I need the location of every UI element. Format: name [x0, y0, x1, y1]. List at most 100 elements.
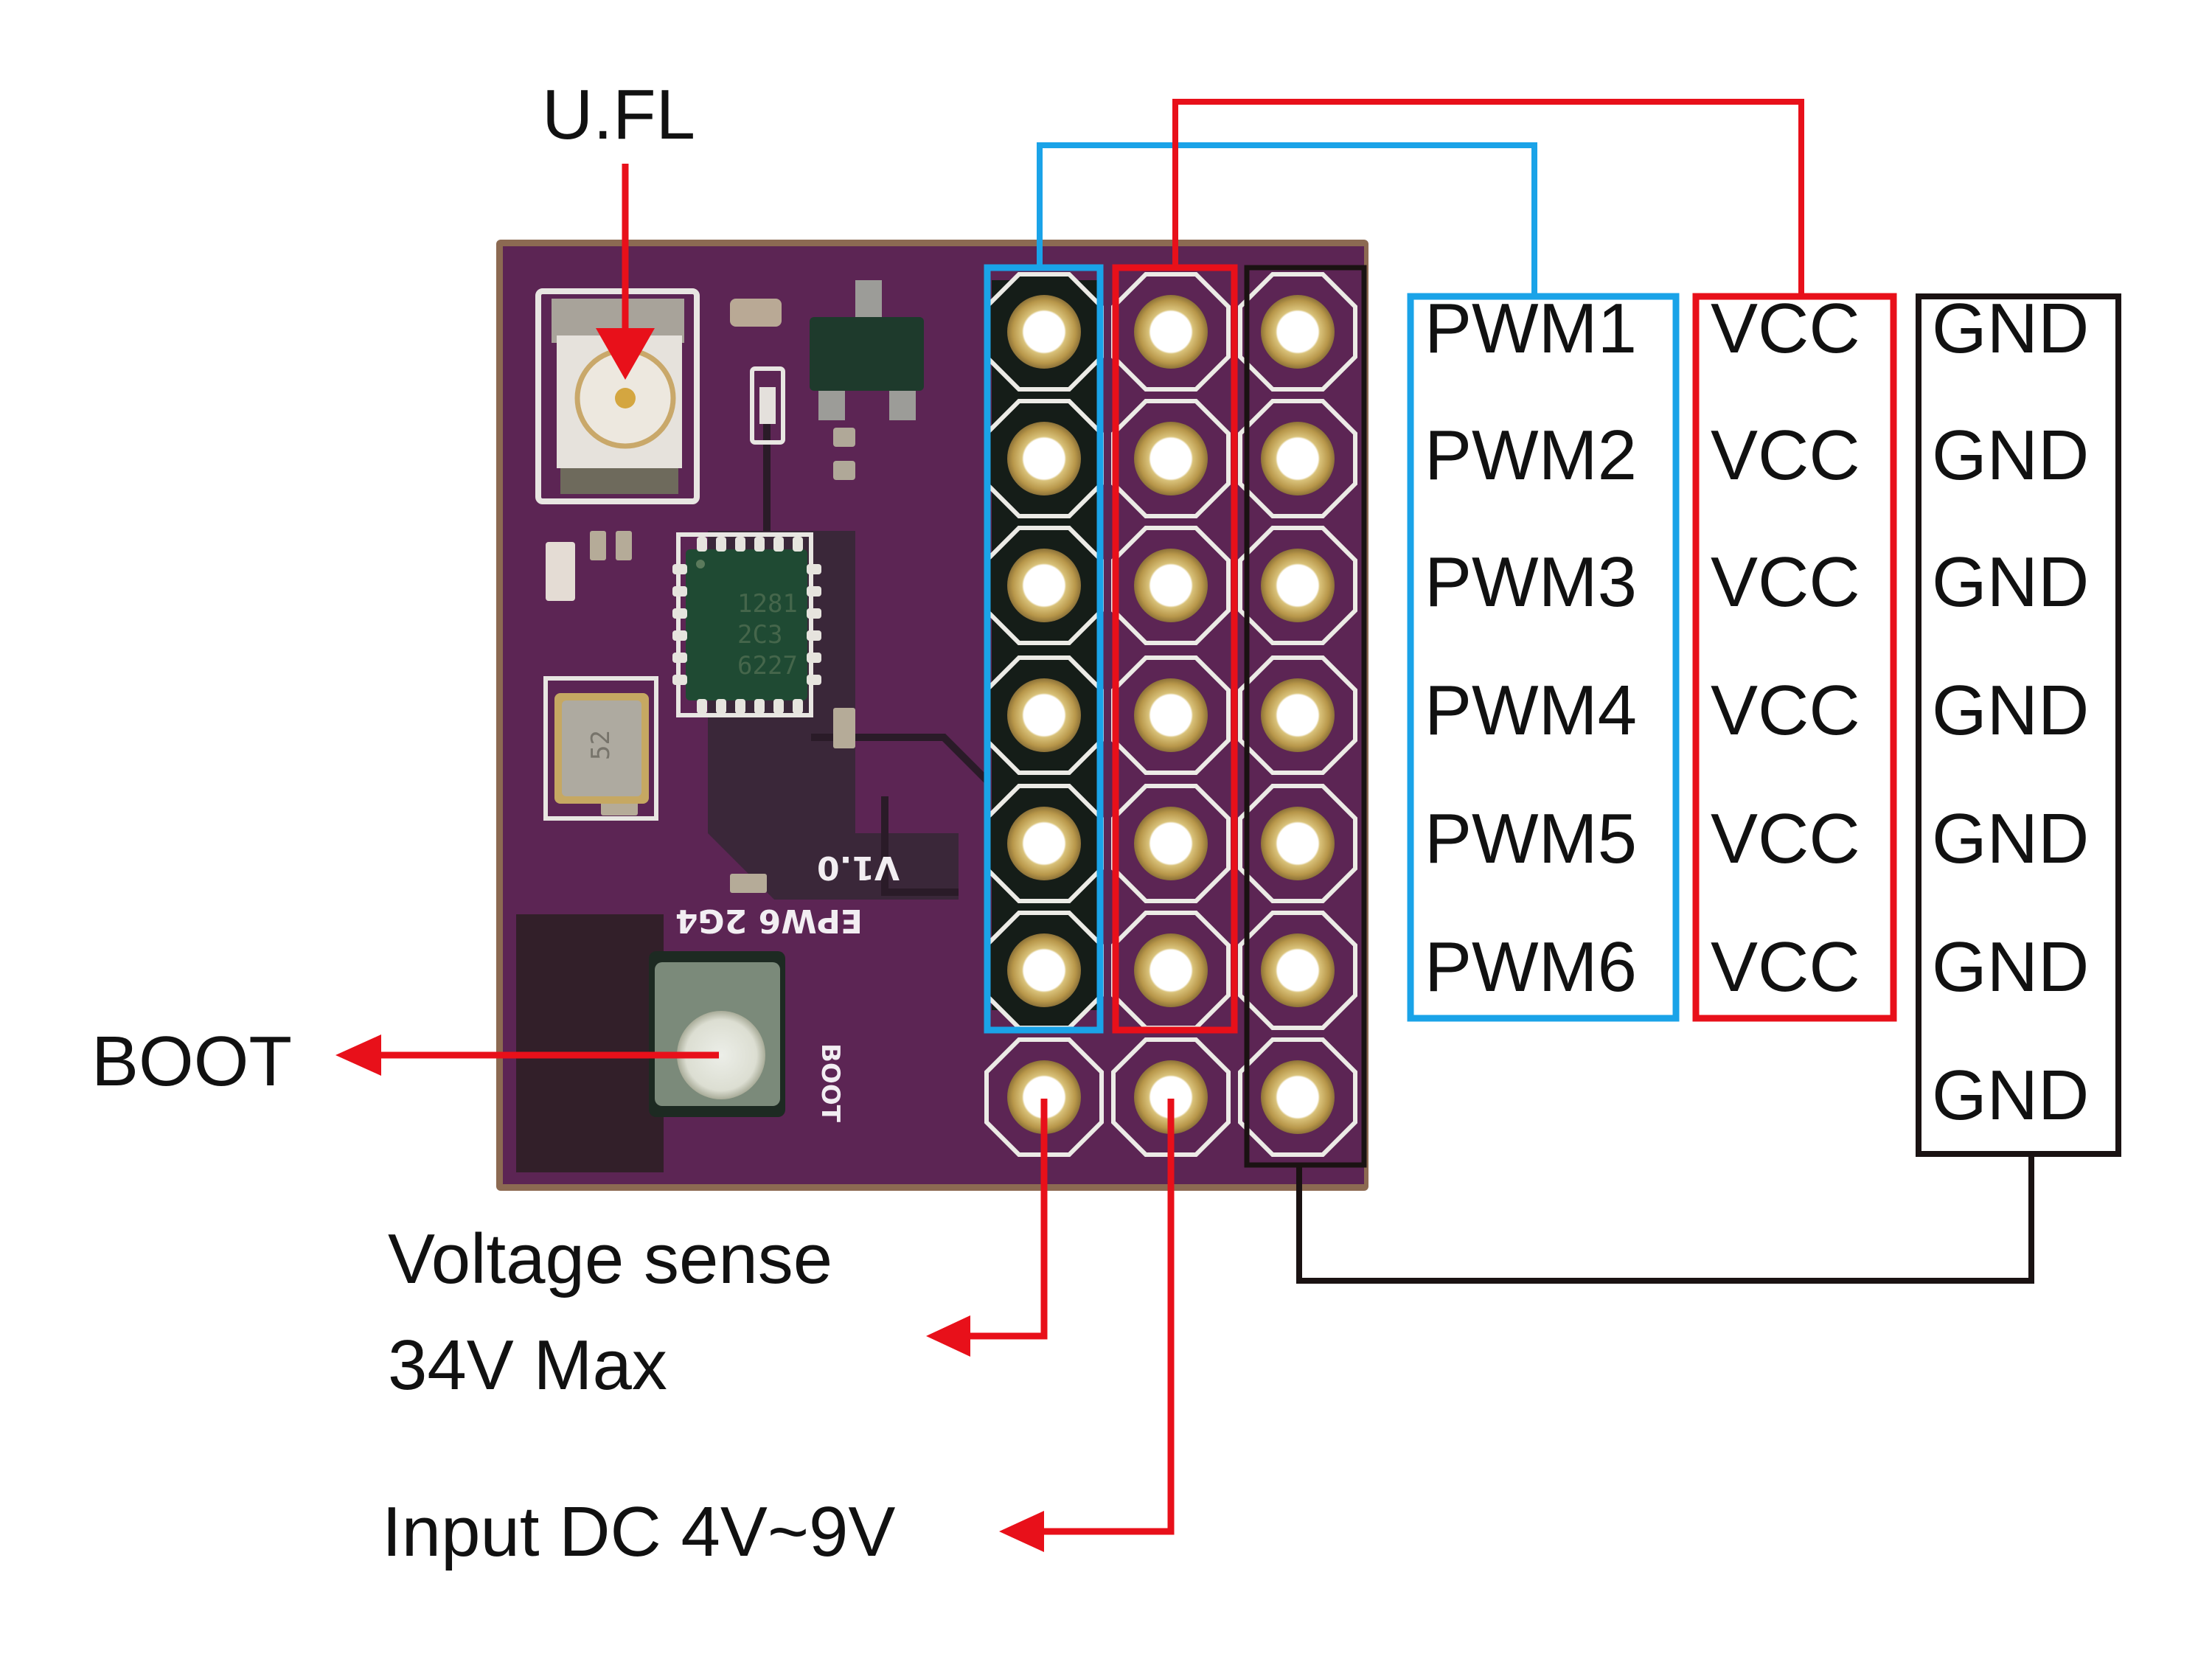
pwm-label: PWM3 — [1425, 543, 1637, 622]
gnd-label: GND — [1932, 928, 2089, 1006]
chip-pin — [672, 564, 687, 574]
vcc-label: VCC — [1711, 289, 1860, 368]
boot-arrowhead-icon — [335, 1034, 381, 1076]
chip-pin — [773, 537, 784, 552]
gnd-pins-highlight — [1244, 265, 1367, 1168]
boot-button[interactable] — [649, 951, 785, 1117]
chip-pin — [672, 630, 687, 641]
crystal-marking: 52 — [586, 730, 616, 760]
ufl-arrowhead-icon — [596, 328, 655, 380]
header-pin — [1238, 1037, 1357, 1157]
chip-pin — [793, 699, 803, 714]
regulator-pad — [818, 391, 845, 420]
input-dc-label: Input DC 4V~9V — [382, 1492, 895, 1571]
header-pin — [1111, 526, 1231, 645]
header-pin — [984, 399, 1104, 518]
resistor — [730, 874, 767, 893]
regulator-pad — [855, 280, 882, 317]
crystal: 52 — [543, 676, 658, 821]
gnd-label: GND — [1932, 1056, 2089, 1135]
gnd-label-box — [1916, 293, 2121, 1157]
chip-pin — [807, 653, 821, 663]
chip-pin — [807, 675, 821, 685]
voltage-sense-arrow-line — [966, 1099, 1048, 1340]
pwm-label: PWM6 — [1425, 928, 1637, 1006]
chip-pin — [735, 699, 745, 714]
led — [750, 366, 785, 445]
boot-label: BOOT — [91, 1022, 292, 1101]
chip-pin — [672, 608, 687, 619]
gnd-connector-line — [1296, 1154, 2034, 1284]
pwm-label-box — [1407, 293, 1680, 1022]
voltage-sense-label: Voltage sense — [388, 1220, 832, 1298]
gnd-label: GND — [1932, 289, 2089, 368]
resistor — [833, 461, 855, 480]
header-pin — [1111, 1037, 1231, 1157]
chip-pin — [807, 608, 821, 619]
header-pin — [1111, 399, 1231, 518]
chip-pin — [697, 537, 707, 552]
silkscreen-version: V1.0 — [817, 849, 900, 886]
ufl-connector — [535, 288, 700, 504]
regulator-pad — [889, 391, 916, 420]
silkscreen-name: EPW6 2G4 — [675, 902, 863, 939]
chip-pin — [697, 699, 707, 714]
pwm-label: PWM1 — [1425, 289, 1637, 368]
header-pin — [984, 655, 1104, 775]
pwm-label: PWM2 — [1425, 416, 1637, 495]
pwm-connector-line — [1037, 142, 1537, 296]
pwm-label: PWM5 — [1425, 799, 1637, 878]
vcc-label: VCC — [1711, 416, 1860, 495]
header-pin — [984, 784, 1104, 903]
chip-pin — [807, 586, 821, 597]
led-indicator — [546, 542, 575, 601]
pwm-label: PWM4 — [1425, 671, 1637, 750]
chip-pin — [807, 564, 821, 574]
gnd-label: GND — [1932, 543, 2089, 622]
chip-pin — [672, 675, 687, 685]
mcu-chip: 1281 2C3 6227 — [676, 532, 813, 717]
header-pin — [1238, 911, 1357, 1030]
resistor — [590, 531, 606, 560]
header-pin — [1238, 784, 1357, 903]
header-pin — [984, 1037, 1104, 1157]
header-pin — [1238, 526, 1357, 645]
chip-pin — [754, 699, 765, 714]
chip-pin — [793, 537, 803, 552]
chip-pin — [754, 537, 765, 552]
header-pin — [1238, 399, 1357, 518]
vcc-label: VCC — [1711, 543, 1860, 622]
led-body — [759, 387, 776, 424]
ufl-label: U.FL — [542, 75, 695, 154]
vcc-label: VCC — [1711, 671, 1860, 750]
header-pin — [1111, 784, 1231, 903]
pwm-pins-highlight — [984, 264, 1104, 1034]
chip-marking-line2: 2C3 — [737, 620, 782, 650]
resistor — [833, 708, 855, 748]
vcc-connector-line — [1172, 99, 1804, 296]
vcc-label-box — [1692, 293, 1897, 1022]
header-pin — [1111, 911, 1231, 1030]
header-pin — [1111, 655, 1231, 775]
regulator-ic — [810, 317, 924, 391]
ground-pour — [516, 914, 664, 1172]
chip-pins — [672, 537, 821, 714]
header-pin — [984, 911, 1104, 1030]
chip-pin — [735, 537, 745, 552]
chip-pin — [672, 586, 687, 597]
header-pin — [984, 526, 1104, 645]
pin-header — [984, 272, 1357, 1157]
resistor — [616, 531, 632, 560]
capacitor — [730, 299, 782, 327]
resistor — [833, 428, 855, 447]
silkscreen-boot: BOOT — [815, 1043, 845, 1123]
pcb-trace — [881, 796, 959, 896]
chip-pin — [672, 653, 687, 663]
voltage-sense-arrowhead-icon — [926, 1315, 970, 1357]
gnd-label: GND — [1932, 671, 2089, 750]
gnd-label: GND — [1932, 799, 2089, 878]
chip-pin — [716, 537, 726, 552]
